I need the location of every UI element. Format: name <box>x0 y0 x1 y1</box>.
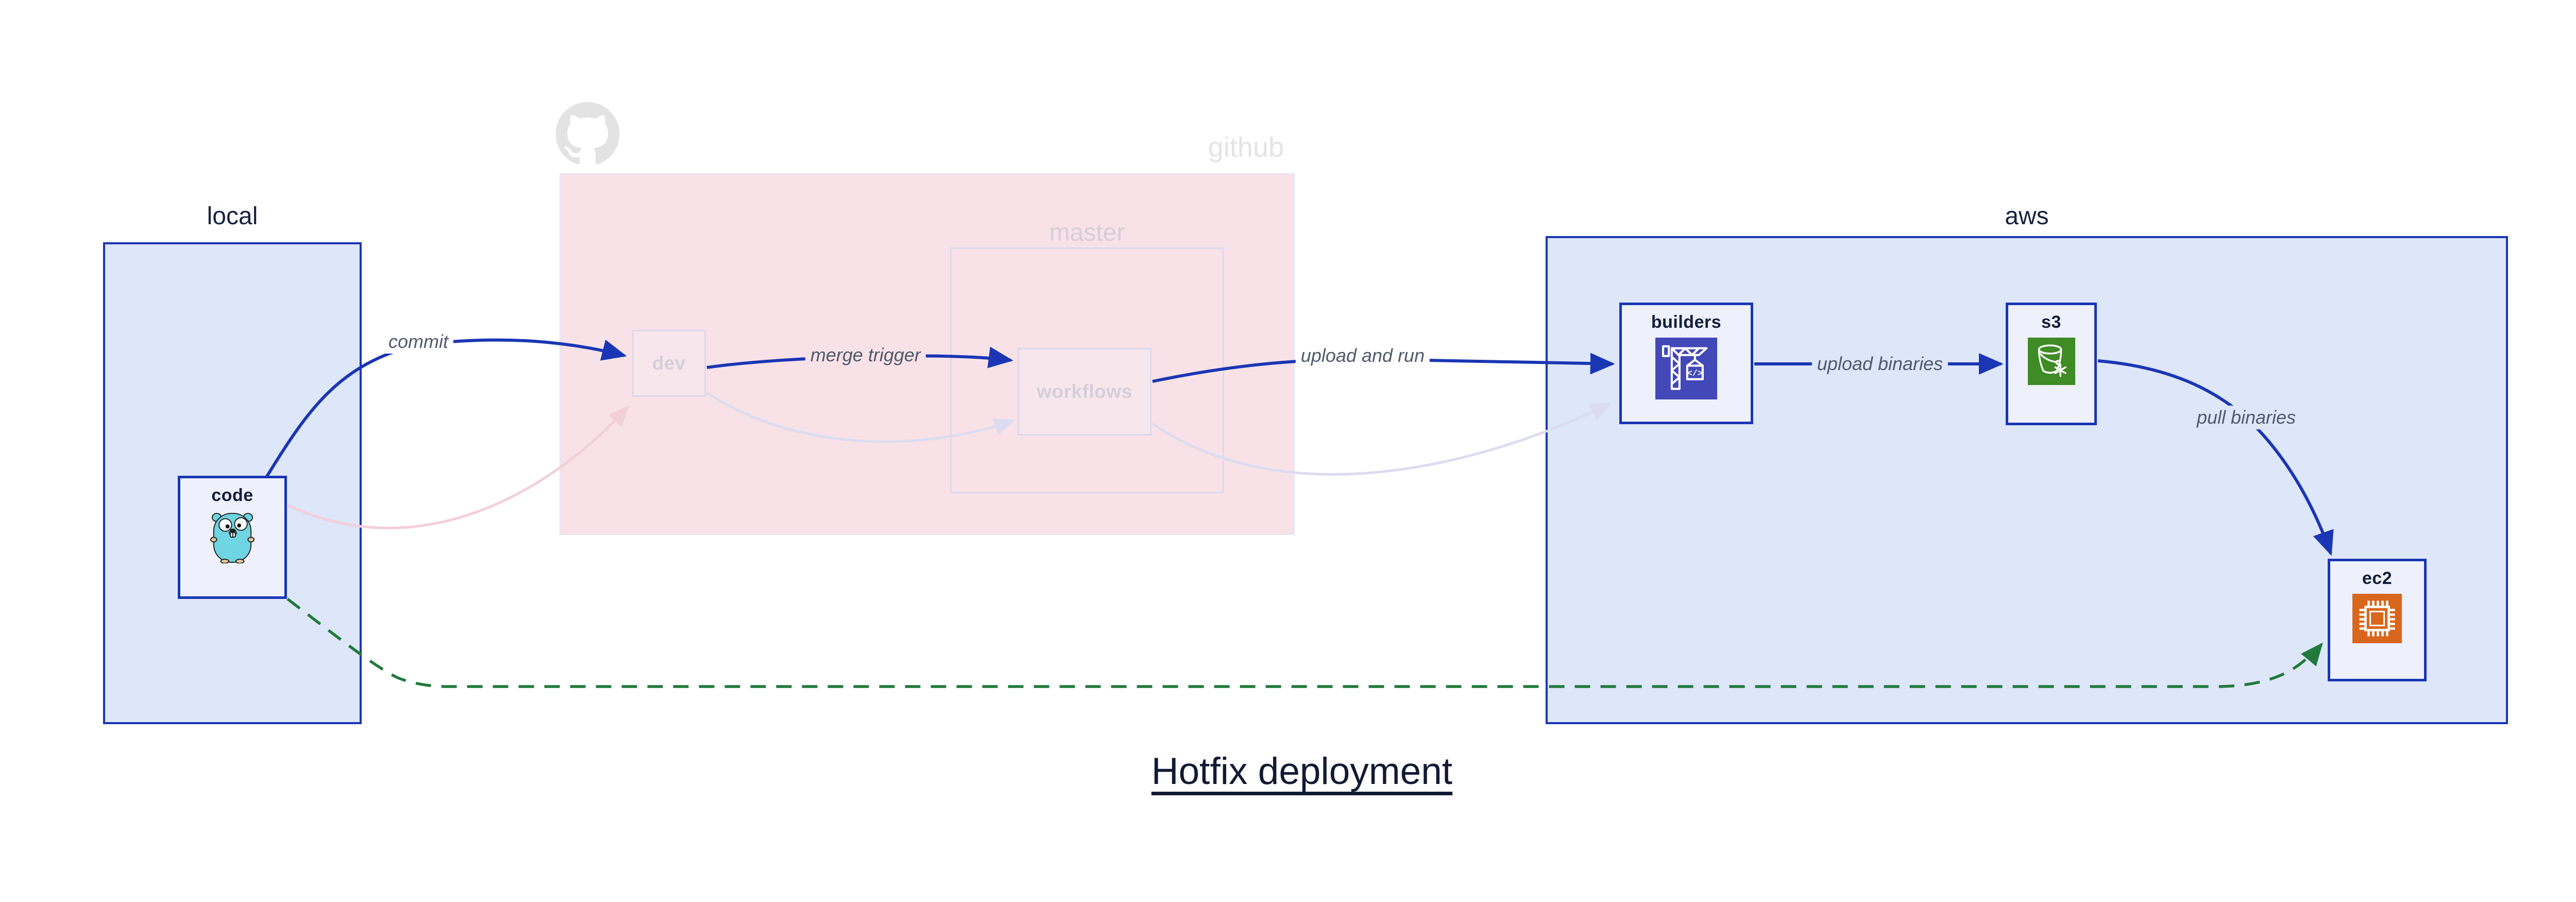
edge-faded-workflows-to-builders <box>1151 403 1612 476</box>
octocat-icon <box>555 102 620 164</box>
go-gopher-icon <box>210 513 255 563</box>
crane-codebuild-icon: </> <box>1655 338 1717 399</box>
edge-label-commit: commit <box>383 330 453 354</box>
edge-commit-arrow <box>265 338 627 478</box>
cpu-chip-icon <box>2352 594 2402 643</box>
node-s3: s3 <box>2006 303 2097 425</box>
master-group-label: master <box>1049 219 1125 246</box>
edge-faded-dev-to-workflows <box>706 391 1015 443</box>
edge-label-pull-binaries: pull binaries <box>2191 406 2301 429</box>
edge-label-upload-and-run: upload and run <box>1295 344 1430 368</box>
node-s3-label: s3 <box>2041 312 2061 332</box>
edge-pull-binaries-arrow <box>2097 359 2334 556</box>
github-group-label: github <box>1208 132 1284 163</box>
svg-text:</>: </> <box>1687 369 1703 379</box>
edge-label-upload-binaries: upload binaries <box>1811 352 1948 376</box>
node-builders: builders </> <box>1619 303 1753 424</box>
node-code-label: code <box>211 486 253 505</box>
edge-label-merge-trigger: merge trigger <box>805 343 926 367</box>
bucket-snowflake-icon <box>2027 338 2075 385</box>
edge-hotfix-dashed-arrow <box>286 597 2323 688</box>
node-ec2: ec2 <box>2328 559 2427 681</box>
diagram-title: Hotfix deployment <box>1151 750 1453 792</box>
local-group-label: local <box>207 203 258 230</box>
node-dev: dev <box>632 330 706 397</box>
node-ec2-label: ec2 <box>2362 569 2393 588</box>
node-workflows: workflows <box>1018 348 1151 436</box>
node-builders-label: builders <box>1651 312 1722 332</box>
node-code: code <box>178 476 287 599</box>
aws-group-label: aws <box>2005 203 2049 230</box>
node-workflows-label: workflows <box>1037 381 1132 402</box>
edge-faded-code-to-dev <box>286 406 629 529</box>
node-dev-label: dev <box>652 353 686 374</box>
